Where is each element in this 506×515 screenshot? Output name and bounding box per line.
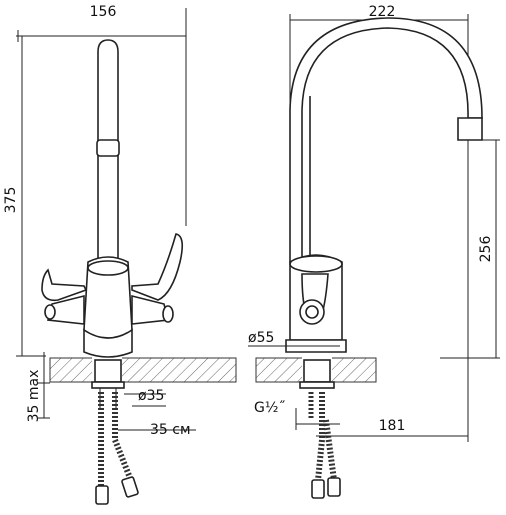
- front-body-collar: [87, 260, 129, 276]
- side-mount-stud: [303, 359, 331, 383]
- front-left-lever: [41, 268, 88, 302]
- front-hose-right: [112, 392, 133, 480]
- side-cartridge-inner: [305, 305, 319, 319]
- side-view: 222 256 ø55 G½˝: [248, 4, 500, 499]
- front-right-lever: [131, 233, 184, 301]
- dim-label-spout-height: 256: [478, 236, 494, 263]
- side-hose-right: [323, 419, 337, 481]
- side-spout-gooseneck: [289, 17, 483, 263]
- side-hose-fitting-left: [311, 479, 325, 499]
- front-hose-fitting-right: [121, 476, 139, 498]
- side-body-collar: [289, 255, 343, 273]
- front-spout-ring: [96, 139, 120, 157]
- side-mount-nut: [299, 381, 335, 389]
- front-mount-nut: [91, 381, 125, 389]
- side-hose-fitting-right: [327, 477, 341, 497]
- dim-label-side-width: 222: [369, 4, 396, 20]
- front-left-cap: [44, 304, 56, 320]
- front-right-cap: [162, 305, 174, 323]
- dim-label-thread: G½˝: [254, 400, 285, 416]
- dim-label-base-diameter: ø55: [248, 330, 274, 346]
- dim-label-hole-diameter: ø35: [138, 388, 164, 404]
- side-aerator: [457, 117, 483, 141]
- front-right-cartridge: [131, 294, 169, 325]
- front-mount-stud: [94, 359, 122, 383]
- dim-label-front-height: 375: [3, 187, 19, 214]
- countertop-front: [49, 357, 237, 383]
- front-view: 156 375 35 max: [3, 4, 237, 505]
- front-base: [83, 328, 133, 358]
- dim-label-reach: 181: [379, 418, 406, 434]
- dim-label-hose-offset: 35 см: [150, 422, 191, 438]
- side-hose-left: [315, 392, 325, 481]
- front-hose-fitting-left: [95, 485, 109, 505]
- front-left-cartridge: [47, 294, 85, 325]
- dim-label-front-width: 156: [90, 4, 117, 20]
- dim-label-mount-depth: 35 max: [26, 370, 42, 423]
